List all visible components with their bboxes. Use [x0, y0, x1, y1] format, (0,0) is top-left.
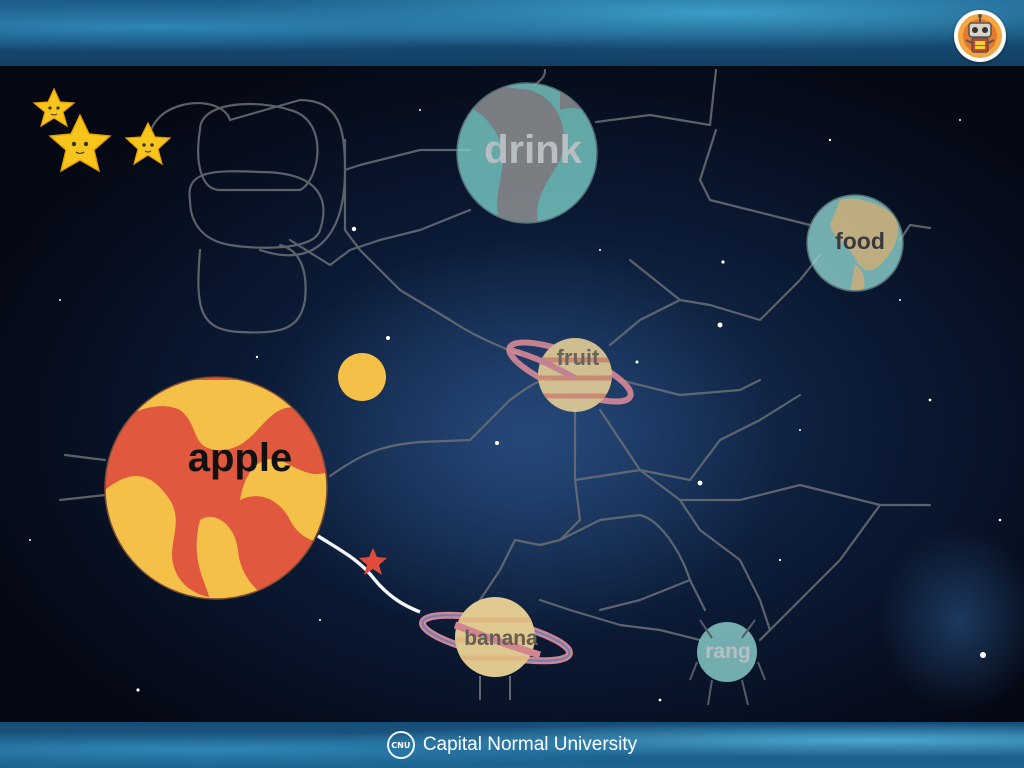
planet-apple[interactable]: apple — [104, 376, 330, 600]
planet-label: banana — [464, 627, 538, 650]
travelled-path — [317, 535, 421, 613]
small-moon — [338, 353, 386, 401]
university-name: Capital Normal University — [422, 734, 638, 755]
stars-collected — [32, 87, 172, 173]
robot-button[interactable] — [954, 10, 1006, 62]
robot-icon — [958, 14, 1002, 58]
star-icon — [48, 113, 112, 173]
planet-fruit[interactable]: fruit — [503, 331, 637, 413]
planet-label: fruit — [557, 345, 600, 370]
nebula — [880, 530, 1024, 710]
planet-banana[interactable]: banana — [419, 597, 573, 700]
planet-orange[interactable]: rang — [689, 619, 766, 706]
university-logo-icon: CNU — [386, 731, 415, 759]
planet-label: drink — [484, 128, 583, 172]
game-board: drink food fruit — [0, 66, 1024, 722]
planet-label: apple — [188, 436, 292, 480]
footer: CNU Capital Normal University — [0, 722, 1024, 768]
star-icon — [124, 121, 172, 166]
path-network — [58, 68, 932, 642]
logo-text: CNU — [391, 740, 411, 750]
nebula — [260, 240, 780, 640]
planet-label: food — [835, 228, 885, 254]
planet-label: rang — [705, 640, 751, 663]
background-stars — [29, 109, 1002, 702]
top-banner — [0, 0, 1024, 66]
planet-food[interactable]: food — [806, 194, 904, 292]
planet-drink[interactable]: drink — [440, 80, 620, 230]
footer-banner — [0, 722, 1024, 768]
star-icon — [32, 87, 76, 128]
player-marker-icon — [359, 548, 387, 575]
